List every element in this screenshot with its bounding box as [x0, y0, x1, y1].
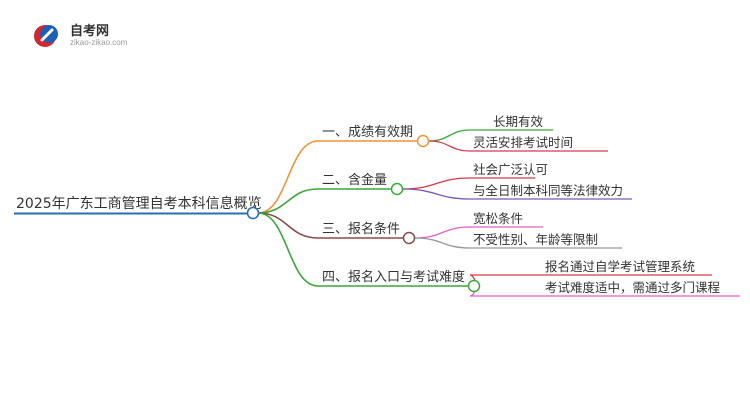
branch-node-dot: [467, 279, 481, 293]
leaf-topic: 报名通过自学考试管理系统: [545, 259, 695, 274]
branch-connector: [257, 188, 319, 214]
root-topic: 2025年广东工商管理自考本科信息概览: [16, 195, 262, 212]
logo-title: 自考网: [70, 24, 110, 39]
leaf-topic: 灵活安排考试时间: [473, 135, 573, 150]
branch-topic: 四、报名入口与考试难度: [322, 269, 465, 285]
leaf-connector: [402, 177, 471, 190]
branch-topic: 一、成绩有效期: [322, 125, 413, 140]
leaf-topic: 社会广泛认可: [473, 162, 548, 177]
leaf-connector: [428, 140, 471, 152]
leaf-connector: [414, 237, 471, 249]
site-logo[interactable]: 自考网 zikao-zikao.com: [32, 18, 142, 54]
leaf-topic: 宽松条件: [473, 211, 523, 226]
leaf-topic: 不受性别、年龄等限制: [473, 232, 598, 247]
leaf-connector: [414, 226, 471, 239]
branch-node-dot: [416, 134, 430, 148]
logo-url: zikao-zikao.com: [70, 38, 128, 47]
branch-topic: 二、含金量: [322, 172, 387, 188]
leaf-topic: 与全日制本科同等法律效力: [473, 183, 623, 198]
branch-node-dot: [402, 231, 416, 245]
leaf-topic: 长期有效: [493, 114, 544, 129]
root-node-dot: [246, 206, 260, 220]
branch-connector: [257, 212, 319, 239]
branch-node-dot: [390, 182, 404, 196]
branch-connector: [257, 140, 319, 214]
logo-mark-icon: [34, 25, 58, 47]
branch-connector: [257, 212, 319, 287]
leaf-topic: 考试难度适中，需通过多门课程: [545, 280, 721, 295]
leaf-connector: [402, 188, 471, 200]
branch-topic: 三、报名条件: [322, 221, 400, 237]
leaf-connector: [428, 129, 471, 142]
